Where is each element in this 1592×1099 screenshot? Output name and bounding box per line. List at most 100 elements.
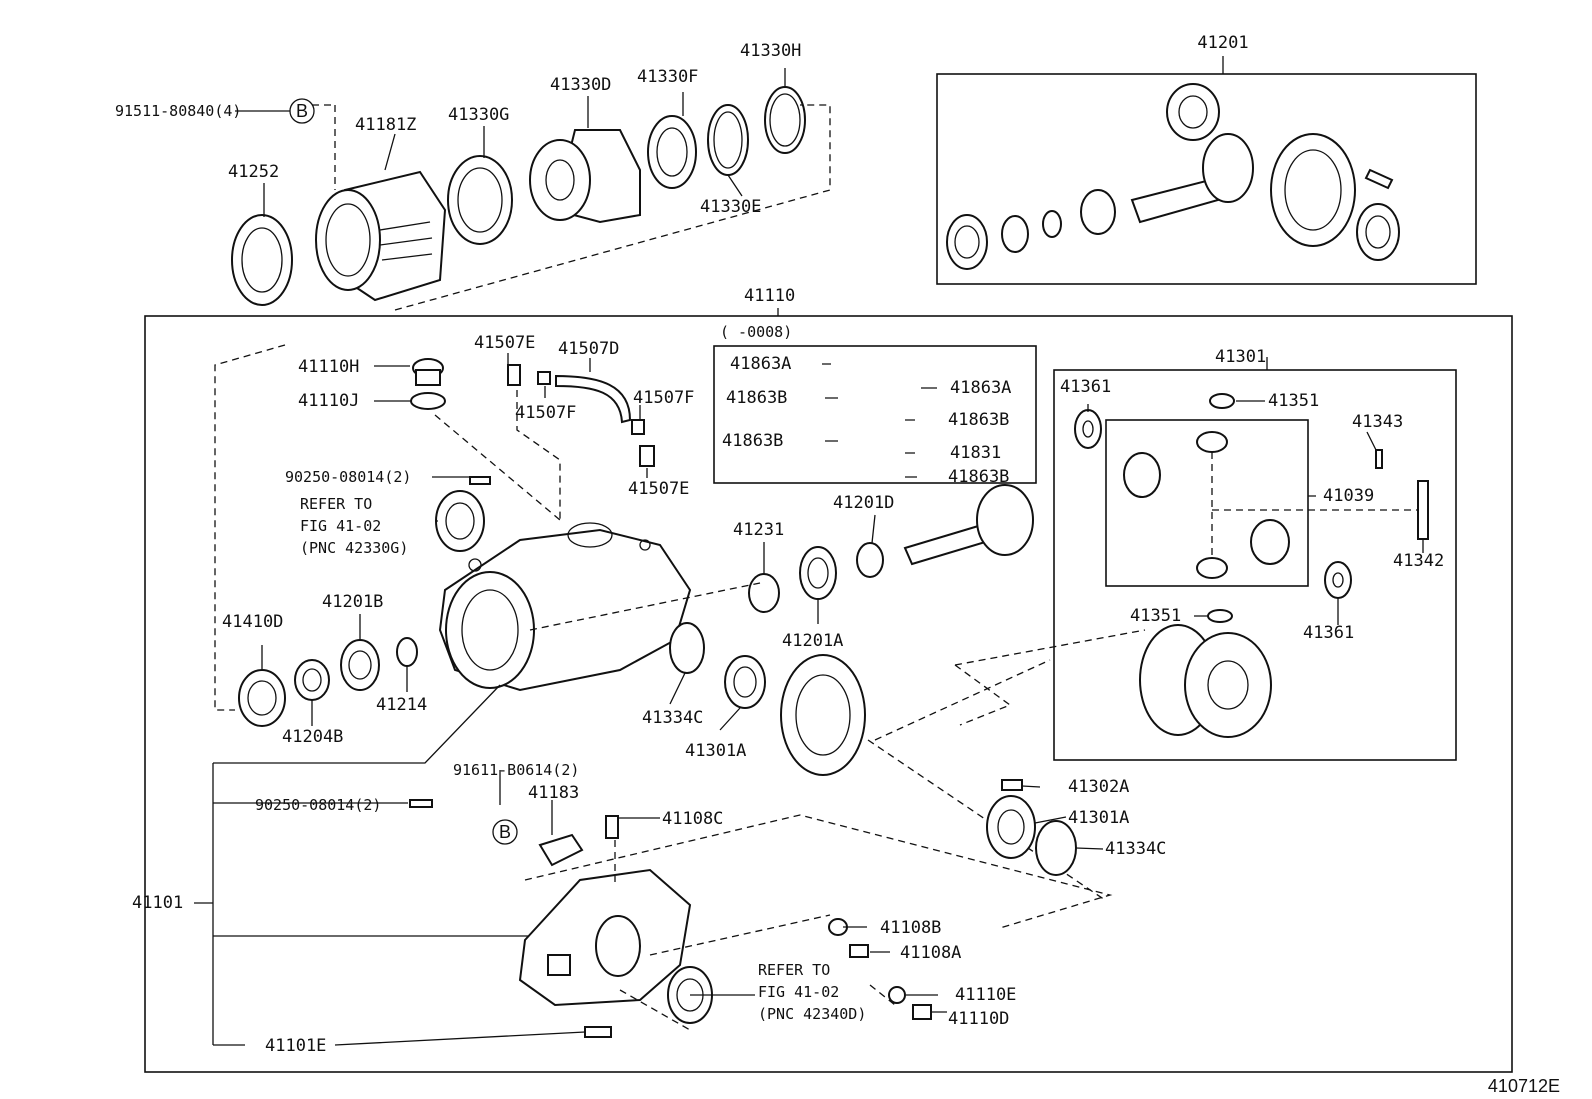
bearing-41201a (799, 546, 837, 600)
spacer-41231 (748, 573, 780, 613)
bracket-41101 (194, 684, 528, 1046)
bearing-41201b (340, 639, 380, 691)
label-range: ( -0008) (720, 323, 792, 341)
label-90250-b: 90250-08014(2) (255, 796, 381, 814)
label-41183: 41183 (528, 783, 579, 803)
assembly-guide-left (214, 344, 286, 711)
assembly-guide-pinion (529, 582, 1106, 901)
drain-plug-41110h (412, 358, 444, 386)
label-41301a-a: 41301A (685, 741, 746, 761)
shim-41330h (764, 86, 806, 154)
leaders (235, 56, 1424, 1046)
svg-text:B: B (499, 822, 511, 842)
gasket-41110j (410, 392, 446, 410)
frame-41039-pinion-set (1105, 419, 1309, 587)
label-91611: 91611-B0614(2) (453, 761, 579, 779)
label-41507d: 41507D (558, 339, 619, 359)
label-41330e: 41330E (700, 197, 761, 217)
label-41507e-a: 41507E (474, 333, 535, 353)
bearing-41301a-b (986, 795, 1036, 859)
assembly-guide-breather (434, 390, 561, 521)
ref-b-marker-bottom: B (492, 819, 518, 845)
label-41831: 41831 (950, 443, 1001, 463)
label-refer2-line3: (PNC 42340D) (758, 1005, 866, 1023)
label-41330g: 41330G (448, 105, 509, 125)
kit-41201-parts (946, 83, 1400, 270)
flange-41204b (294, 659, 330, 701)
drive-pinion (903, 484, 1034, 566)
label-41330f: 41330F (637, 67, 698, 87)
label-41108b: 41108B (880, 918, 941, 938)
label-41343: 41343 (1352, 412, 1403, 432)
label-41507f-a: 41507F (633, 388, 694, 408)
label-41863a-a: 41863A (730, 354, 791, 374)
washer-41361-b (1324, 561, 1352, 599)
frame-41110-assembly (144, 315, 1513, 1073)
label-41410d: 41410D (222, 612, 283, 632)
label-41334c-b: 41334C (1105, 839, 1166, 859)
label-41231: 41231 (733, 520, 784, 540)
cover-41101 (518, 868, 692, 1007)
label-41108a: 41108A (900, 943, 961, 963)
label-refer1-line3: (PNC 42330G) (300, 539, 408, 557)
carrier-housing (438, 522, 692, 692)
bearing-41330f (647, 115, 697, 189)
label-41863a-b: 41863A (950, 378, 1011, 398)
label-41342: 41342 (1393, 551, 1444, 571)
case-41181z (315, 170, 447, 302)
washer-41361-a (1074, 409, 1102, 449)
bolt-41101e (584, 1026, 612, 1038)
label-41110j: 41110J (298, 391, 359, 411)
label-41351-a: 41351 (1268, 391, 1319, 411)
label-41101e: 41101E (265, 1036, 326, 1056)
washer-41351-a (1209, 393, 1235, 409)
label-41863b-c: 41863B (722, 431, 783, 451)
label-refer2-line2: FIG 41-02 (758, 983, 839, 1001)
label-41351-b: 41351 (1130, 606, 1181, 626)
label-41108c: 41108C (662, 809, 723, 829)
label-41507e-b: 41507E (628, 479, 689, 499)
bolt-41108a (849, 944, 869, 958)
figure-id: 410712E (1488, 1076, 1560, 1096)
label-41214: 41214 (376, 695, 427, 715)
label-91511: 91511-80840(4) (115, 102, 241, 120)
washer-41351-b (1207, 609, 1233, 623)
diff-case (1139, 624, 1272, 738)
seal-41410d (238, 669, 286, 727)
bearing-41301a-a (724, 655, 766, 709)
seal-refer-42330g (435, 490, 485, 552)
label-41201a: 41201A (782, 631, 843, 651)
label-41110h: 41110H (298, 357, 359, 377)
assembly-guide-top (312, 104, 831, 311)
label-41110e: 41110E (955, 985, 1016, 1005)
label-41204b: 41204B (282, 727, 343, 747)
breather-41507 (507, 364, 655, 467)
label-41301-top: 41301 (1215, 347, 1266, 367)
plate-41183 (538, 833, 584, 867)
shaft-41342 (1417, 480, 1429, 540)
assembly-guide-cover (524, 814, 1113, 929)
frame-range-0008 (713, 345, 1037, 484)
label-refer2-line1: REFER TO (758, 961, 830, 979)
label-41330d: 41330D (550, 75, 611, 95)
pinion-gears-41039 (1123, 431, 1290, 579)
label-41301a-b: 41301A (1068, 808, 1129, 828)
label-41863b-a: 41863B (726, 388, 787, 408)
label-41110: 41110 (744, 286, 795, 306)
pin-90250-a (469, 476, 491, 485)
washer-41110e (888, 986, 906, 1004)
shim-41334c-a (669, 622, 705, 674)
bolt-41302a (1001, 779, 1023, 791)
label-41334c-a: 41334C (642, 708, 703, 728)
label-41039: 41039 (1323, 486, 1374, 506)
label-41863b-d: 41863B (948, 467, 1009, 487)
svg-text:B: B (296, 101, 308, 121)
label-41507f-b: 41507F (515, 403, 576, 423)
housing-41330d (529, 129, 641, 224)
label-41201d: 41201D (833, 493, 894, 513)
shim-41334c-b (1035, 820, 1077, 876)
bolt-41110d (912, 1004, 932, 1020)
pin-90250-b (409, 799, 433, 808)
frame-41301-differential (1053, 369, 1457, 761)
